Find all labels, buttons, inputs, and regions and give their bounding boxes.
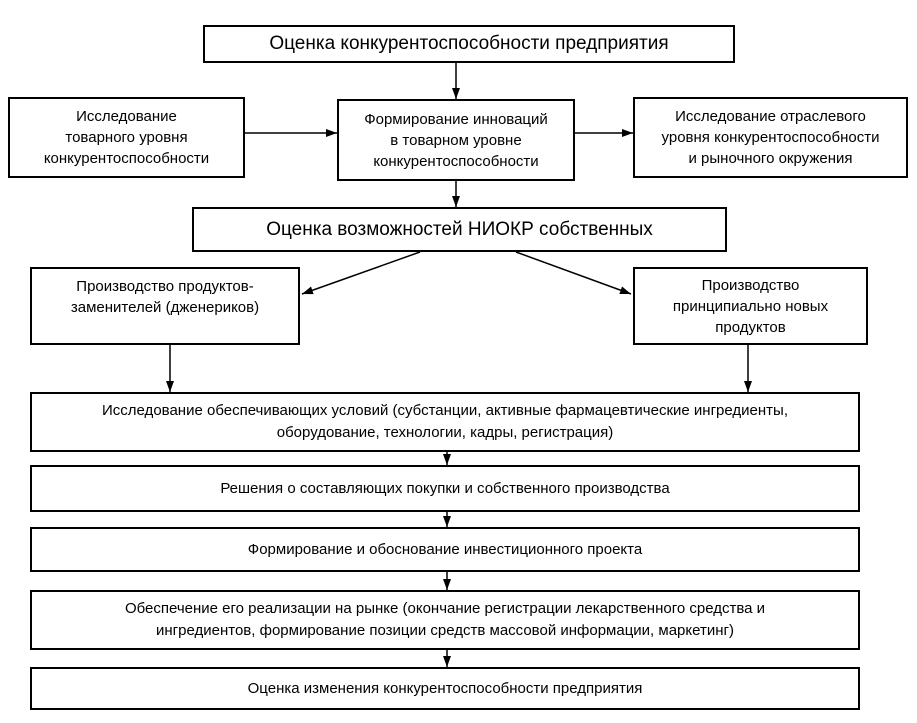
arrow-rnd-to-new-products [515,251,632,295]
box-market-realization: Обеспечение его реализации на рынке (око… [30,590,860,650]
box-generics-production: Производство продуктов- заменителей (дже… [30,267,300,345]
box-new-products-production: Производство принципиально новых продукт… [633,267,868,345]
box-product-level-research: Исследование товарного уровня конкуренто… [8,97,245,178]
box-enterprise-competitiveness-assessment-label: Оценка конкурентоспособности предприятия [269,33,669,54]
box-enterprise-competitiveness-assessment: Оценка конкурентоспособности предприятия [203,25,735,63]
box-new-products-production-label: Производство принципиально новых продукт… [672,276,829,336]
box-competitiveness-change-assessment: Оценка изменения конкурентоспособности п… [30,667,860,710]
box-generics-production-label: Производство продуктов- заменителей (дже… [70,278,260,316]
box-make-or-buy-decisions-label: Решения о составляющих покупки и собстве… [220,479,670,497]
box-product-innovation-formation-label: Формирование инноваций в товарном уровне… [364,110,548,170]
box-supporting-conditions-research: Исследование обеспечивающих условий (суб… [30,392,860,452]
box-competitiveness-change-assessment-label: Оценка изменения конкурентоспособности п… [247,679,643,697]
box-rnd-capabilities-assessment-label: Оценка возможностей НИОКР собственных [266,218,653,240]
box-investment-project-formation-label: Формирование и обоснование инвестиционно… [247,540,643,558]
box-rnd-capabilities-assessment: Оценка возможностей НИОКР собственных [192,207,727,252]
arrow-rnd-to-generics [301,251,421,295]
box-industry-level-research: Исследование отраслевого уровня конкурен… [633,97,908,178]
box-market-realization-label: Обеспечение его реализации на рынке (око… [124,600,766,639]
box-industry-level-research-label: Исследование отраслевого уровня конкурен… [661,108,880,167]
box-supporting-conditions-research-label: Исследование обеспечивающих условий (суб… [102,402,788,441]
box-product-level-research-label: Исследование товарного уровня конкуренто… [43,108,210,167]
box-make-or-buy-decisions: Решения о составляющих покупки и собстве… [30,465,860,512]
box-investment-project-formation: Формирование и обоснование инвестиционно… [30,527,860,572]
box-product-innovation-formation: Формирование инноваций в товарном уровне… [337,99,575,181]
